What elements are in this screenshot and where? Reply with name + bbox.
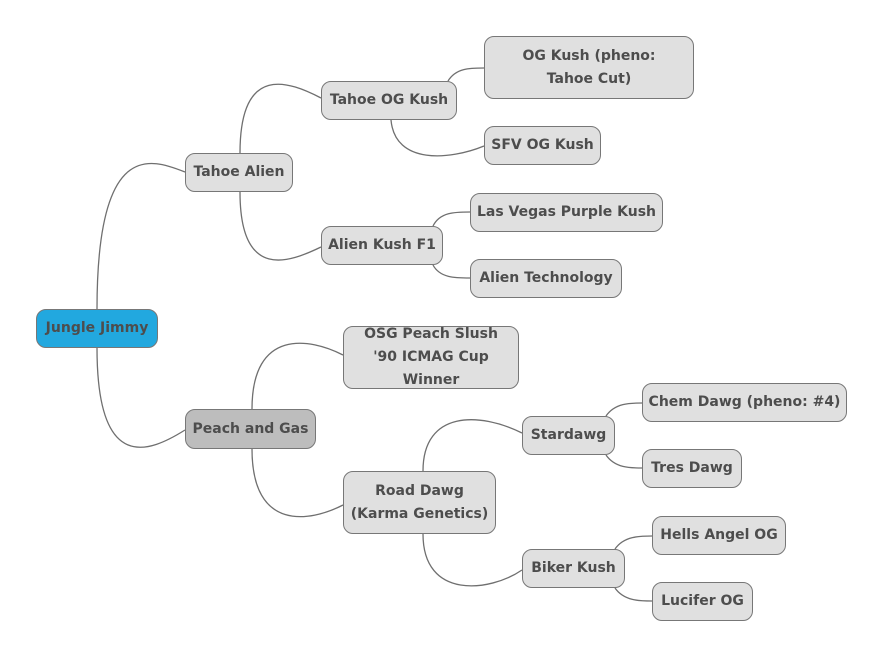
node-alien-technology[interactable]: Alien Technology [470, 259, 622, 298]
edge-peach-road-dawg [251, 448, 344, 518]
node-biker-kush[interactable]: Biker Kush [522, 549, 625, 588]
node-tahoe-alien[interactable]: Tahoe Alien [185, 153, 293, 192]
edge-stardawg-tres [605, 454, 643, 469]
node-lucifer-og[interactable]: Lucifer OG [652, 582, 753, 621]
edge-alien-kush-alien-tech [432, 264, 471, 279]
node-og-kush-tahoe-cut[interactable]: OG Kush (pheno: Tahoe Cut) [484, 36, 694, 99]
edge-tahoe-alien-alien-kush [239, 191, 322, 261]
edge-tahoe-alien-tahoe-og [239, 83, 322, 154]
node-stardawg[interactable]: Stardawg [522, 416, 615, 455]
node-tres-dawg[interactable]: Tres Dawg [642, 449, 742, 488]
node-las-vegas-purple-kush[interactable]: Las Vegas Purple Kush [470, 193, 663, 232]
node-road-dawg[interactable]: Road Dawg (Karma Genetics) [343, 471, 496, 534]
node-hells-angel-og[interactable]: Hells Angel OG [652, 516, 786, 555]
edge-tahoe-og-sfv [390, 119, 485, 157]
node-tahoe-og-kush[interactable]: Tahoe OG Kush [321, 81, 457, 120]
edge-tahoe-og-og-kush [447, 67, 485, 82]
edge-stardawg-chem [605, 402, 643, 417]
node-peach-and-gas[interactable]: Peach and Gas [185, 409, 316, 449]
edge-root-tahoe-alien [96, 162, 186, 310]
edge-root-peach-and-gas [96, 347, 186, 448]
edge-biker-lucifer [614, 587, 653, 602]
node-chem-dawg[interactable]: Chem Dawg (pheno: #4) [642, 383, 847, 422]
node-sfv-og-kush[interactable]: SFV OG Kush [484, 126, 601, 165]
edge-road-dawg-biker [422, 533, 523, 587]
edge-biker-hells [614, 535, 653, 550]
edge-road-dawg-stardawg [422, 419, 523, 472]
edge-alien-kush-lv [432, 211, 471, 227]
edge-peach-osg [251, 342, 344, 410]
node-osg-peach-slush[interactable]: OSG Peach Slush '90 ICMAG Cup Winner [343, 326, 519, 389]
node-alien-kush-f1[interactable]: Alien Kush F1 [321, 226, 443, 265]
node-jungle-jimmy[interactable]: Jungle Jimmy [36, 309, 158, 348]
